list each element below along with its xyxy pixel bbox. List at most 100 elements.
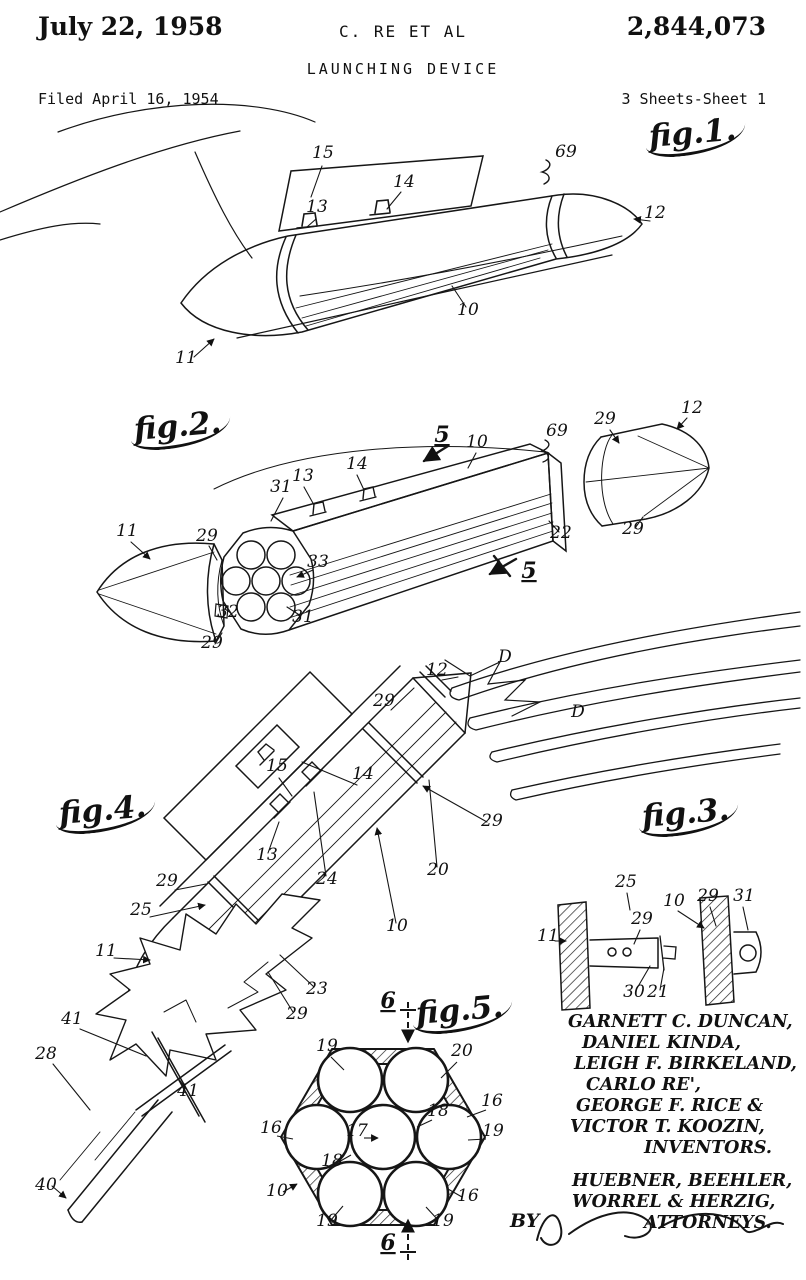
section-line-6: [400, 1002, 416, 1260]
ref-numeral: 22: [549, 523, 572, 543]
ref-numeral: 30: [623, 982, 645, 1002]
ref-numeral: 28: [34, 1044, 57, 1064]
ref-numeral: 14: [352, 764, 374, 784]
nose-cone: [96, 542, 229, 643]
credits-block: GARNETT C. DUNCAN, DANIEL KINDA, LEIGH F…: [566, 1012, 804, 1234]
aircraft-wing-lines: [0, 103, 613, 339]
ref-numeral: 19: [432, 1211, 454, 1231]
inventor-name: GEORGE F. RICE &: [576, 1096, 764, 1116]
ref-numeral: 11: [537, 926, 559, 946]
ref-numeral: 31: [292, 607, 314, 627]
fig5-leader-lines: [276, 1056, 487, 1221]
launcher-pod-body: [180, 193, 643, 337]
attorney-firm-line: HUEBNER, BEEHLER,: [572, 1171, 793, 1191]
ref-numeral: 6: [380, 988, 395, 1014]
fin-plate: [278, 155, 484, 232]
ref-numeral: 10: [457, 300, 479, 320]
filing-date: Filed April 16, 1954: [38, 90, 219, 108]
ref-numeral: 29: [195, 526, 218, 546]
ref-numeral: 32: [217, 602, 239, 622]
fig3-left-wall: [557, 901, 591, 1011]
ref-numeral: 18: [321, 1151, 343, 1171]
ref-numeral: 18: [427, 1101, 449, 1121]
lanyard-69: [539, 159, 551, 185]
muzzle-flames: [95, 893, 321, 1077]
fig5-tubes: [283, 1046, 483, 1228]
fig3-bracket: [589, 935, 677, 971]
inventor-name: VICTOR T. KOOZIN,: [570, 1117, 765, 1137]
ref-numeral: 40: [34, 1175, 57, 1195]
ref-numeral: 31: [270, 477, 292, 497]
fig3-boss: [733, 931, 762, 975]
ref-numeral: 12: [426, 660, 448, 680]
fig3-right-wall: [699, 895, 735, 1006]
ref-numeral: 25: [614, 872, 637, 892]
inventors-caption: INVENTORS.: [644, 1138, 773, 1158]
ref-numeral: 29: [285, 1004, 308, 1024]
ref-numeral: 23: [305, 979, 328, 999]
ref-numeral: 12: [681, 398, 703, 418]
fig1-leader-lines: [193, 165, 651, 358]
ref-numeral: 14: [393, 172, 415, 192]
fig4-fin-plate: [162, 670, 354, 862]
ref-numeral: 19: [316, 1036, 338, 1056]
inventor-name: LEIGH F. BIRKELAND,: [574, 1054, 797, 1074]
patent-date: July 22, 1958: [38, 12, 223, 41]
ref-numeral: 33: [307, 552, 329, 572]
ref-numeral: 10: [386, 916, 408, 936]
ref-numeral: 11: [175, 348, 197, 368]
ref-numeral: 11: [95, 941, 117, 961]
fig1-drawing: [0, 103, 651, 358]
ref-numeral: 14: [346, 454, 368, 474]
tail-cone: [583, 423, 710, 527]
ref-numeral: 31: [733, 886, 755, 906]
fig5-drawing: [276, 1002, 487, 1260]
inventor-name: GARNETT C. DUNCAN,: [568, 1012, 793, 1032]
fig4-lugs: [269, 761, 323, 819]
ref-numeral: 11: [116, 521, 138, 541]
ref-numeral: 16: [481, 1091, 503, 1111]
applicant-name: C. RE ET AL: [339, 22, 467, 41]
ref-numeral: 10: [466, 432, 488, 452]
ref-numeral: 29: [372, 691, 395, 711]
ref-numeral: 13: [292, 466, 314, 486]
ref-numeral: 10: [266, 1181, 288, 1201]
sheet-number: 3 Sheets-Sheet 1: [621, 90, 767, 108]
ref-numeral: 24: [315, 869, 338, 889]
ref-numeral: 21: [646, 982, 669, 1002]
ref-numeral: 29: [480, 811, 503, 831]
ref-numeral: 41: [60, 1009, 83, 1029]
ref-numeral: 12: [644, 203, 666, 223]
ref-numeral: 29: [696, 886, 719, 906]
ref-numeral: 19: [316, 1211, 338, 1231]
ref-numeral: 69: [555, 142, 577, 162]
patent-number: 2,844,073: [626, 12, 766, 41]
ref-numeral: 5: [434, 422, 449, 448]
blast-streaks: [444, 611, 801, 801]
ref-numeral: 41: [176, 1081, 199, 1101]
tube-bundle: [220, 443, 567, 635]
ref-numeral: D: [497, 647, 512, 667]
fig2-drawing: [96, 417, 710, 645]
attorneys-caption: ATTORNEYS.: [644, 1213, 772, 1233]
ref-numeral: 29: [621, 519, 644, 539]
ref-numeral: 29: [200, 633, 223, 653]
fig3-drawing: [554, 892, 762, 1011]
assembly-brace: [213, 446, 546, 490]
ref-numeral: 15: [266, 756, 288, 776]
fig3-leader-lines: [554, 892, 749, 991]
ref-numeral: D: [570, 702, 585, 722]
fig4-drawing: [51, 611, 801, 1223]
by-label: BY: [510, 1210, 540, 1232]
ref-numeral: 13: [256, 845, 278, 865]
ref-numeral: 17: [346, 1121, 368, 1141]
rocket-projectile: [59, 1031, 232, 1223]
fig2-leader-lines: [130, 417, 688, 645]
ref-numeral: 25: [129, 900, 152, 920]
attorney-signature: [536, 1211, 784, 1246]
inventor-name: DANIEL KINDA,: [582, 1033, 741, 1053]
inventor-name: CARLO RE',: [586, 1075, 702, 1095]
invention-title: LAUNCHING DEVICE: [306, 60, 500, 78]
